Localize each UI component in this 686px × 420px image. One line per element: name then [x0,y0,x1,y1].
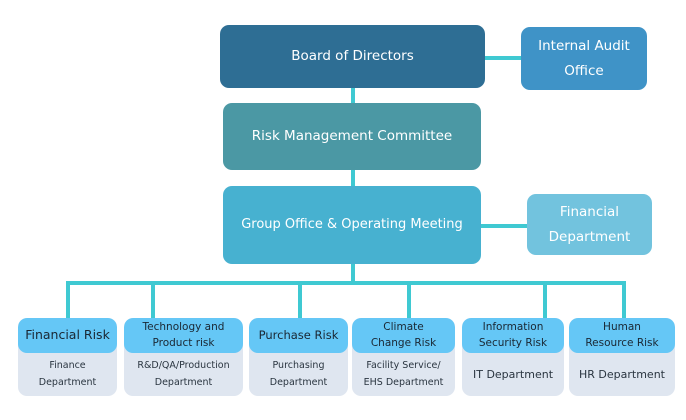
internal-audit-office-node: Internal Audit Office [521,27,647,90]
connector-group-bus [351,264,355,282]
risk-card-information-security: Information Security Risk IT Department [462,318,564,396]
connector-drop-climate-risk [407,281,411,319]
risk-management-committee-node: Risk Management Committee [223,103,481,170]
risk-card-financial: Financial Risk Finance Department [18,318,117,396]
connector-committee-group [351,170,355,187]
board-of-directors-node: Board of Directors [220,25,485,88]
risk-card-climate: Climate Change Risk Facility Service/ EH… [352,318,455,396]
connector-drop-technology-risk [151,281,155,319]
connector-drop-infosec-risk [543,281,547,319]
risk-management-committee-label: Risk Management Committee [251,128,453,145]
risk-title: Human Resource Risk [569,318,675,353]
group-office-operating-meeting-node: Group Office & Operating Meeting [223,186,481,264]
risk-title: Information Security Risk [462,318,564,353]
risk-title: Purchase Risk [249,318,348,353]
connector-drop-financial-risk [66,281,70,319]
connector-drop-hr-risk [622,281,626,319]
risk-card-technology: Technology and Product risk R&D/QA/Produ… [124,318,243,396]
financial-department-label: Financial Department [548,203,631,245]
board-of-directors-label: Board of Directors [291,48,414,65]
connector-horizontal-bus [66,281,626,285]
risk-department: Facility Service/ EHS Department [363,359,444,388]
risk-department: Purchasing Department [269,359,328,388]
risk-title: Financial Risk [18,318,117,353]
connector-drop-purchase-risk [298,281,302,319]
risk-department: IT Department [472,367,554,381]
risk-department: R&D/QA/Production Department [137,359,230,388]
internal-audit-office-label: Internal Audit Office [538,37,630,79]
risk-title: Climate Change Risk [352,318,455,353]
risk-title: Technology and Product risk [124,318,243,353]
connector-group-finance [481,224,528,228]
group-office-operating-meeting-label: Group Office & Operating Meeting [241,217,463,233]
connector-board-audit [485,56,522,60]
connector-board-committee [351,88,355,104]
financial-department-node: Financial Department [527,194,652,255]
risk-card-human-resource: Human Resource Risk HR Department [569,318,675,396]
risk-department: Finance Department [38,359,97,388]
risk-department: HR Department [579,367,665,381]
risk-card-purchase: Purchase Risk Purchasing Department [249,318,348,396]
